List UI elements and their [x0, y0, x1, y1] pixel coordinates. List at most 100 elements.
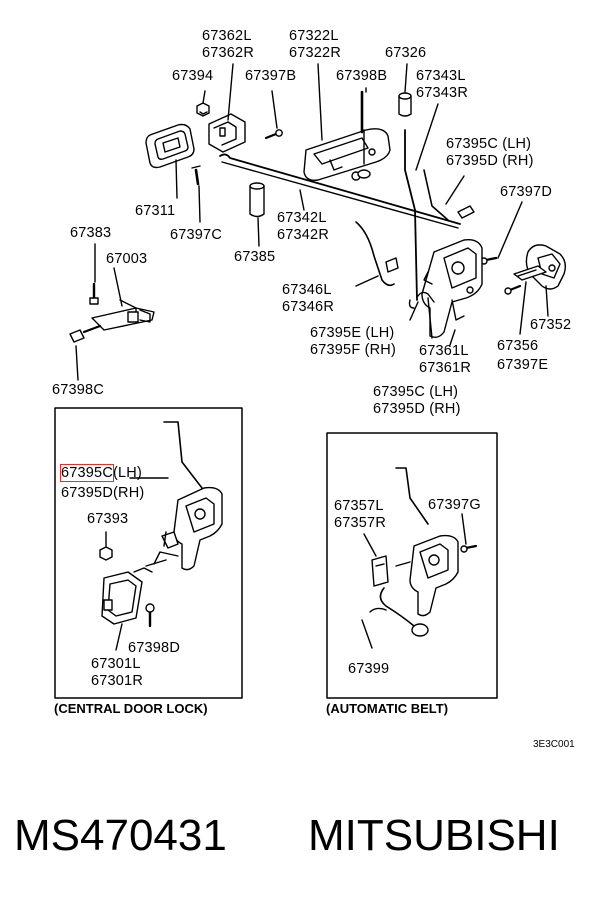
label-67399: 67399	[348, 661, 389, 678]
label-line: 67356	[497, 338, 539, 354]
label-line: 67311	[135, 203, 176, 219]
label-side: (LH)	[113, 465, 142, 481]
label-line: 67361L	[419, 343, 469, 359]
rod-67395cd-top	[423, 169, 465, 221]
label-67326: 67326	[385, 45, 426, 62]
rod-67395ef	[409, 291, 435, 321]
label-line: 67395E (LH)	[310, 325, 395, 341]
label-67395cd-top: 67395C (LH) 67395D (RH)	[446, 136, 534, 170]
label-67393: 67393	[87, 511, 128, 528]
central-lock-assembly	[153, 486, 223, 571]
label-67395d-inset: 67395D(RH)	[61, 485, 144, 502]
label-67397b: 67397B	[245, 68, 296, 85]
central-door-lock-caption: (CENTRAL DOOR LOCK)	[54, 701, 208, 716]
label-line: 67398D	[128, 640, 180, 656]
label-line: 67342R	[277, 227, 329, 243]
label-line: 67362L	[202, 28, 252, 44]
automatic-belt-caption: (AUTOMATIC BELT)	[326, 701, 449, 716]
rod-67346	[355, 221, 399, 287]
label-67361: 67361L 67361R	[419, 343, 471, 377]
label-line: 67395D (RH)	[446, 153, 534, 169]
label-line: 67393	[87, 511, 129, 527]
clip-67385	[249, 182, 265, 247]
label-line: 67343L	[416, 68, 466, 84]
label-line: 67397B	[245, 68, 297, 84]
diagram-code: 3E3C001	[533, 739, 575, 750]
label-67397c: 67397C	[170, 227, 222, 244]
label-67394: 67394	[172, 68, 213, 85]
belt-lock-assembly	[395, 534, 459, 617]
label-67311: 67311	[135, 203, 175, 220]
label-line: 67395C (LH)	[373, 384, 459, 400]
label-67398b: 67398B	[336, 68, 387, 85]
striker-67352	[525, 244, 567, 317]
label-67395ef: 67395E (LH) 67395F (RH)	[310, 325, 396, 359]
shim-67356	[513, 265, 547, 335]
handle-bezel-67311	[145, 123, 195, 199]
label-line: 67326	[385, 45, 427, 61]
label-67352: 67352	[530, 317, 571, 334]
lock-knob-67326	[398, 63, 412, 117]
label-67356: 67356	[497, 338, 538, 355]
actuator-67301	[101, 559, 167, 651]
label-line: 67301L	[91, 656, 141, 672]
brand-name: MITSUBISHI	[308, 811, 560, 860]
nut-67393	[99, 531, 113, 561]
label-line: 67383	[70, 225, 112, 241]
door-check-67003	[91, 267, 155, 331]
bolt-67383	[89, 243, 99, 305]
label-67395cd-mid: 67395C (LH) 67395D (RH)	[373, 384, 461, 418]
label-67343: 67343L 67343R	[416, 68, 468, 102]
label-line: 67322L	[289, 28, 339, 44]
label-line: 67003	[106, 251, 148, 267]
label-line: 67362R	[202, 45, 254, 61]
label-line: 67394	[172, 68, 214, 84]
label-67397g: 67397G	[428, 497, 481, 514]
rod-67342	[219, 153, 461, 229]
label-67398d: 67398D	[128, 640, 180, 657]
label-67322: 67322L 67322R	[289, 28, 341, 62]
part-number: MS470431	[14, 811, 227, 860]
screw-67397e	[504, 284, 522, 295]
label-line: 67395F (RH)	[310, 342, 397, 358]
screw-67398d	[145, 603, 155, 628]
label-67397d: 67397D	[500, 184, 552, 201]
label-line: 67397G	[428, 497, 481, 513]
screw-67397g	[460, 513, 478, 553]
label-67346: 67346L 67346R	[282, 282, 334, 316]
inside-handle-bracket-67362	[208, 63, 246, 153]
central-lock-rod-67395c	[129, 421, 203, 489]
outside-handle-67322	[303, 63, 391, 182]
harness-67399	[361, 587, 429, 649]
label-line: 67397C	[170, 227, 222, 243]
screw-67397c	[191, 165, 201, 223]
automatic-belt-frame	[326, 432, 498, 699]
label-line: 67395C (LH)	[446, 136, 532, 152]
label-67397e: 67397E	[497, 357, 548, 374]
label-67301: 67301L 67301R	[91, 656, 143, 690]
label-line: 67343R	[416, 85, 468, 101]
label-line: 67357L	[334, 498, 384, 514]
label-line: 67346R	[282, 299, 334, 315]
lock-rod-67343	[404, 103, 439, 309]
bolt-67398c	[69, 324, 102, 381]
label-line: 67322R	[289, 45, 341, 61]
rod-67395cd-mid	[427, 297, 433, 339]
label-line: 67395D(RH)	[61, 485, 145, 501]
cap-67398b	[357, 87, 371, 179]
nut-67394	[196, 90, 210, 117]
label-67357: 67357L 67357R	[334, 498, 386, 532]
label-line: 67346L	[282, 282, 332, 298]
label-line: 67352	[530, 317, 572, 333]
label-line: 67357R	[334, 515, 386, 531]
label-67383: 67383	[70, 225, 111, 242]
label-line: 67398B	[336, 68, 388, 84]
label-line: 67398C	[52, 382, 104, 398]
highlighted-part-number: 67395C	[60, 464, 114, 482]
belt-rod	[395, 467, 429, 525]
label-line: 67399	[348, 661, 390, 677]
label-67385: 67385	[234, 249, 275, 266]
label-67342: 67342L 67342R	[277, 210, 329, 244]
label-67003: 67003	[106, 251, 147, 268]
